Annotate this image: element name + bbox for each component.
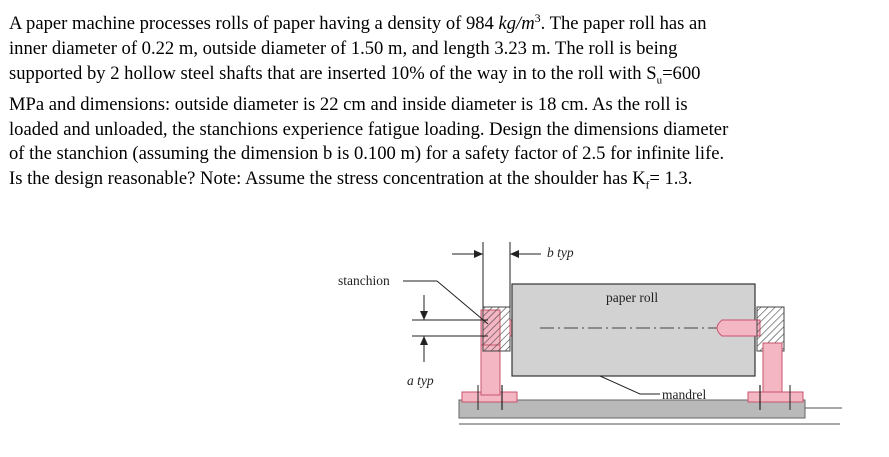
problem-line-2: inner diameter of 0.22 m, outside diamet… — [9, 37, 678, 59]
problem-line-5: loaded and unloaded, the stanchions expe… — [9, 118, 729, 140]
label-mandrel: mandrel — [662, 387, 706, 402]
label-stanchion: stanchion — [338, 273, 390, 288]
right-stanchion — [762, 342, 783, 396]
density-exponent: 3 — [534, 11, 541, 25]
problem-line-6: of the stanchion (assuming the dimension… — [9, 143, 725, 165]
label-b-typ: b typ — [547, 245, 574, 260]
problem-statement: A paper machine processes rolls of paper… — [9, 6, 881, 199]
paper-roll-body — [511, 283, 756, 377]
right-mandrel — [716, 319, 761, 337]
mandrel-leader — [599, 375, 641, 395]
b-dim-arrowhead-left — [474, 250, 483, 258]
kf-subscript: f — [645, 179, 650, 192]
problem-line-4: MPa and dimensions: outside diameter is … — [9, 94, 688, 116]
problem-line-3: supported by 2 hollow steel shafts that … — [9, 62, 701, 87]
a-dim-arrowhead-bottom — [420, 336, 428, 345]
a-dim-arrowhead-top — [420, 311, 428, 320]
base-plate — [458, 399, 806, 419]
stanchion-leader-diag — [436, 280, 489, 325]
right-foot — [747, 391, 804, 403]
problem-line-1: A paper machine processes rolls of paper… — [9, 11, 707, 35]
density-unit: kg/m — [498, 13, 535, 35]
su-subscript: u — [656, 74, 663, 87]
b-dim-arrowhead-right — [510, 250, 519, 258]
problem-line-7: Is the design reasonable? Note: Assume t… — [9, 168, 693, 192]
label-paper-roll: paper roll — [606, 290, 658, 305]
label-a-typ: a typ — [407, 373, 434, 388]
left-collar — [482, 306, 511, 352]
